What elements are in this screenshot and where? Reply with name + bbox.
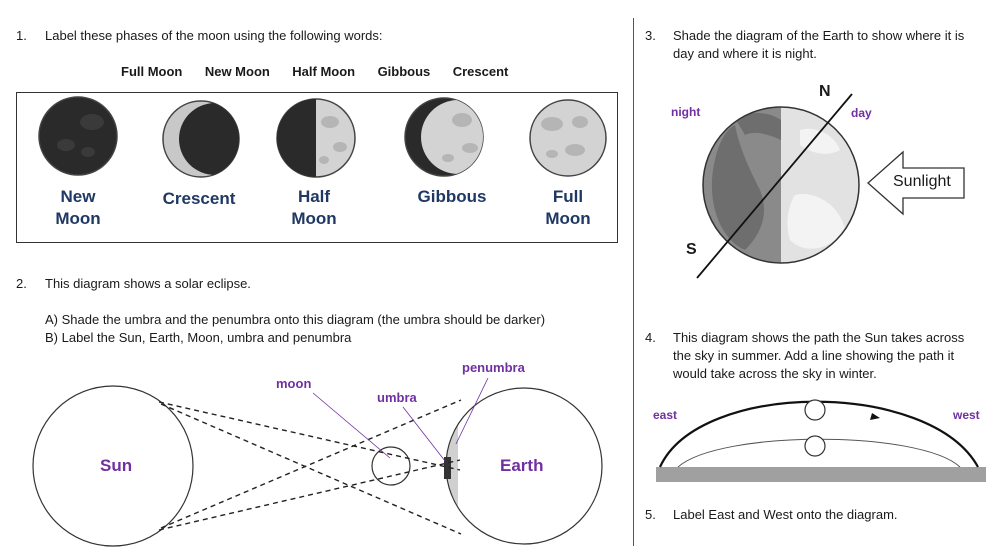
word-bank: Full Moon New Moon Half Moon Gibbous Cre… [121,63,526,81]
phase-label-full-moon: Full Moon [513,186,623,230]
phase-label-line: Moon [55,209,101,228]
penumbra-label: penumbra [462,360,525,375]
phase-label-line: Moon [291,209,337,228]
sun-label: Sun [100,456,133,475]
umbra-shading [444,457,451,479]
west-label: west [953,408,980,422]
phase-label-new-moon: New Moon [23,186,133,230]
earth-label: Earth [500,456,544,475]
gibbous-moon-icon [404,97,484,177]
sunlight-label: Sunlight [893,173,951,190]
phase-label-line: New [60,187,96,206]
ground-bar [656,467,986,482]
east-label: east [653,408,678,422]
q3-number: 3. [645,28,656,43]
earth-axis-line [696,93,853,279]
q1-number: 1. [16,28,27,43]
phase-label-line: Gibbous [417,187,487,206]
winter-sun-icon [804,435,826,457]
phase-label-half-moon: Half Moon [259,186,369,230]
day-label: day [851,106,872,120]
sun-circle [32,385,194,547]
q2-part-b: B) Label the Sun, Earth, Moon, umbra and… [45,330,352,345]
direction-arrow-icon [870,413,880,420]
north-label: N [819,83,831,100]
new-moon-icon [38,96,118,176]
q3-instruction-line1: Shade the diagram of the Earth to show w… [673,28,965,43]
phase-label-line: Moon [545,209,591,228]
q5-number: 5. [645,507,656,522]
q2-number: 2. [16,276,27,291]
q4-instruction-line1: This diagram shows the path the Sun take… [673,330,965,345]
word-bank-item: Crescent [452,64,509,79]
q2-part-a: A) Shade the umbra and the penumbra onto… [45,312,546,327]
phase-label-line: Crescent [162,189,236,208]
q5-instruction: Label East and West onto the diagram. [673,507,898,522]
full-moon-icon [529,99,607,177]
half-moon-icon [276,98,356,178]
q3-instruction-line2: day and where it is night. [673,46,817,61]
phase-label-line: Full [552,187,584,206]
q4-instruction-line2: the sky in summer. Add a line showing th… [673,348,955,363]
umbra-label: umbra [377,390,417,405]
moon-label: moon [276,376,312,391]
phase-label-gibbous: Gibbous [397,186,507,208]
word-bank-item: Half Moon [292,64,356,79]
summer-sun-icon [804,399,826,421]
phase-label-crescent: Crescent [144,188,254,210]
phase-label-line: Half [297,187,331,206]
column-divider [633,18,634,546]
crescent-moon-icon [162,100,240,178]
word-bank-item: Full Moon [121,64,183,79]
eclipse-rays [158,399,462,535]
night-label: night [671,105,701,119]
word-bank-item: Gibbous [377,64,431,79]
label-leader-lines [312,377,489,462]
q2-instruction: This diagram shows a solar eclipse. [45,276,251,291]
q1-instruction: Label these phases of the moon using the… [45,28,383,43]
south-label: S [686,241,697,258]
sunlight-arrow-icon [867,150,965,216]
q4-number: 4. [645,330,656,345]
q4-instruction-line3: would take across the sky in winter. [673,366,877,381]
moon-phases-box [16,92,618,243]
word-bank-item: New Moon [204,64,270,79]
